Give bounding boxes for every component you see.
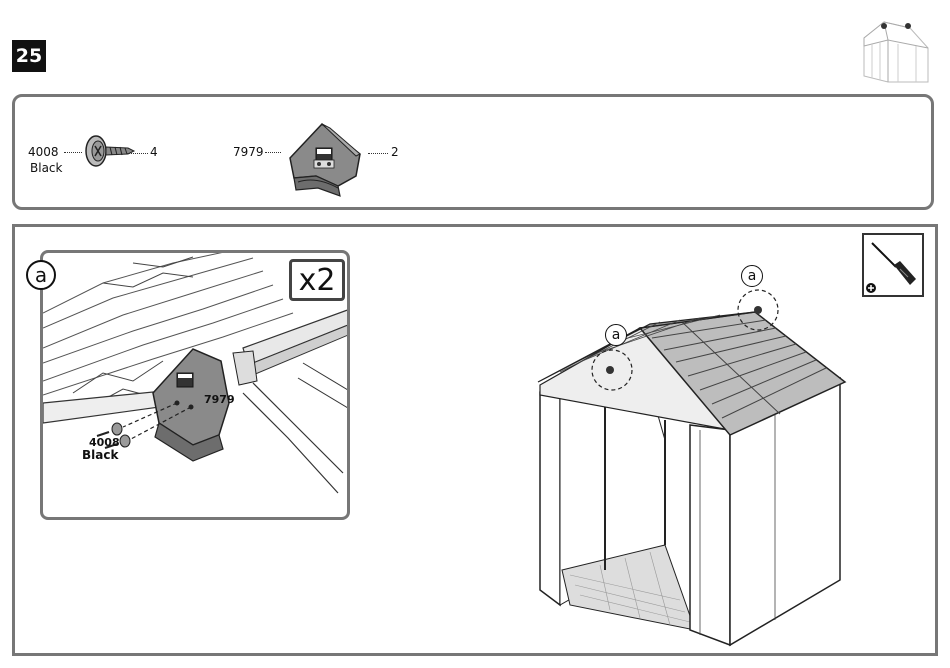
tool-required-box — [862, 233, 924, 297]
main-callout-a-right: a — [741, 265, 763, 287]
detail-part-code: 7979 — [204, 393, 235, 407]
leader-dots — [126, 153, 148, 154]
leader-dots — [64, 152, 82, 153]
step-number-badge: 25 — [12, 40, 46, 72]
part-code-4008: 4008 — [28, 145, 59, 159]
main-callout-a-left: a — [605, 324, 627, 346]
leader-dots — [368, 153, 388, 154]
shed-drawing — [530, 300, 850, 645]
part-qty-7979: 2 — [391, 145, 399, 159]
screwdriver-phillips-icon — [864, 235, 922, 295]
part-qty-4008: 4 — [150, 145, 158, 159]
detail-screw-color: Black — [82, 448, 118, 462]
shed-thumbnail-icon — [858, 18, 934, 88]
detail-callout-label: a — [26, 260, 56, 290]
multiplier-box: x2 — [289, 259, 345, 301]
gable-cap-icon — [286, 120, 366, 198]
part-code-7979: 7979 — [233, 145, 264, 159]
screw-icon — [84, 134, 136, 168]
leader-dots — [265, 152, 281, 153]
part-color-4008: Black — [30, 161, 62, 175]
